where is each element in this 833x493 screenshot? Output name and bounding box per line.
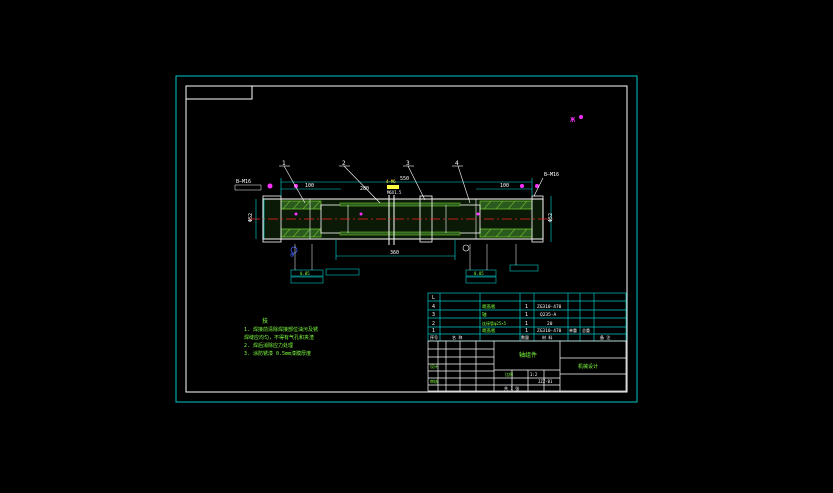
tag-yellow-2: M6X1.5	[387, 190, 402, 195]
bom-header-cell: 名 称	[452, 334, 462, 340]
dim-mid: 280	[360, 186, 369, 192]
bom-row-name: 端盖板	[482, 303, 496, 310]
diam-right: Φ52	[548, 213, 554, 222]
blue-marker-left: ⊕	[290, 251, 295, 259]
note-line-4: 3. 涂防锈漆 0.5mm漆膜厚度	[244, 350, 311, 357]
bom-row-no: 3	[432, 312, 435, 318]
title-block	[427, 340, 627, 392]
bom-row-no: 2	[432, 321, 435, 327]
bom-rows: L 4 端盖板 1 ZG310-470 3 轴 1 Q235-A 2 连接管φ2…	[432, 295, 562, 334]
bom-row-no: 1	[432, 328, 435, 334]
tag-yellow: 4–M6	[386, 179, 396, 184]
outer-frame	[175, 75, 638, 403]
dimensions	[255, 178, 552, 260]
balloon-4: 4	[455, 160, 459, 167]
bom-row-qty: 1	[525, 304, 528, 310]
corner-mark-dot	[579, 115, 583, 119]
designer-label: 设计	[430, 363, 438, 369]
dim-overall: 550	[400, 176, 409, 182]
dim-bottom: 360	[390, 250, 399, 256]
section-left: B—M16	[236, 179, 251, 185]
tolerance-left: 0.05	[300, 271, 310, 276]
balloon-1: 1	[282, 160, 286, 167]
bom-row-mat: 20	[547, 321, 553, 327]
bom-header-cell: 单重	[569, 327, 577, 333]
bom-table	[427, 292, 627, 342]
checker-label: 审核	[430, 378, 438, 384]
diam-left: Φ52	[248, 213, 254, 222]
bom-header-cell: 材 料	[542, 334, 552, 340]
bom-row-mat: Q235-A	[540, 312, 557, 318]
tolerance-right: 0.05	[474, 271, 484, 276]
scale-label: 比例	[505, 371, 513, 377]
bom-header-cell: 总重	[582, 327, 590, 333]
bom-row-no: 4	[432, 304, 435, 310]
bom-row-mat: ZG310-470	[537, 304, 562, 310]
balloon-2: 2	[342, 160, 346, 167]
drawing-number: JZZ-01	[538, 379, 553, 384]
inner-frame	[185, 85, 628, 393]
section-right: B—M16	[544, 172, 559, 178]
dim-right: 100	[500, 183, 509, 189]
bom-row-qty: 1	[525, 312, 528, 318]
sheet-count: 共 1 张	[504, 385, 519, 391]
corner-mark: ж	[570, 115, 576, 125]
company-name: 机械设计	[578, 363, 598, 370]
circle-mark	[290, 246, 298, 254]
dim-left: 100	[305, 183, 314, 189]
bom-header-cell: 备 注	[600, 334, 610, 340]
bom-header-cell: 序号	[430, 334, 438, 340]
bom-row-qty: 1	[525, 328, 528, 334]
bom-row-qty: 1	[525, 321, 528, 327]
bom-header: 序号 名 称 数量 材 料 单重 总重 备 注	[430, 327, 610, 340]
bom-row-no: L	[432, 295, 435, 301]
note-line-1: 1. 焊接前清除焊接部位油污及锈	[244, 326, 318, 333]
note-title: 技	[262, 317, 268, 325]
part-name: 轴组件	[519, 351, 537, 359]
corner-label-box	[185, 85, 253, 100]
bom-header-cell: 数量	[521, 334, 529, 340]
scale-value: 1:2	[530, 372, 538, 377]
bom-row-mat: ZG310-470	[537, 328, 562, 334]
balloon-3: 3	[406, 160, 410, 167]
bom-row-name: 连接管φ25×5	[482, 320, 507, 326]
bom-row-name: 轴	[482, 311, 487, 318]
bom-row-name: 端盖板	[482, 327, 496, 334]
left-end-plate	[280, 200, 322, 210]
note-line-2: 焊缝应均匀，不得有气孔和夹渣	[244, 334, 314, 341]
note-line-3: 2. 焊后消除应力处理	[244, 342, 293, 349]
shaft-assembly	[250, 183, 555, 245]
